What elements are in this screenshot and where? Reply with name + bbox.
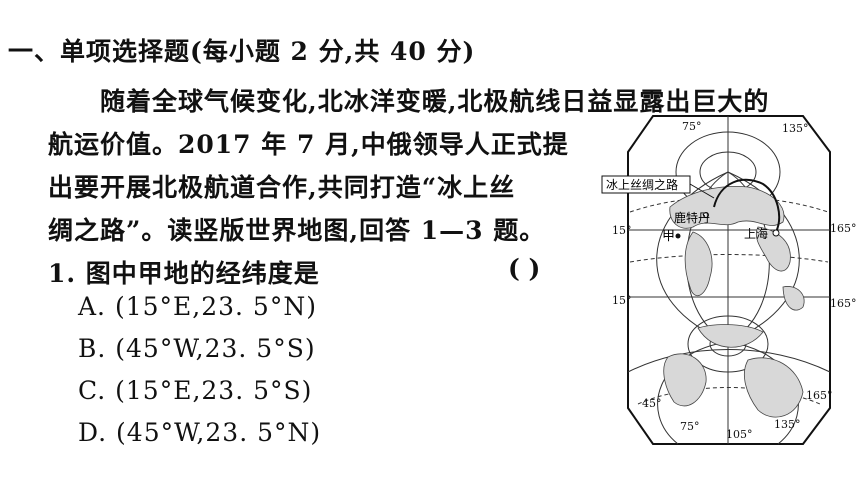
point-shanghai [772,229,780,237]
answer-bracket: ( ) [508,254,541,283]
option-b: B. (45°W,23. 5°S) [78,334,316,363]
point-jia [675,233,681,239]
coord-bottom-45: 45° [642,397,662,410]
option-a: A. (15°E,23. 5°N) [78,292,317,321]
passage-line-2: 航运价值。2017 年 7 月,中俄领导人正式提 [48,130,569,159]
coord-bottom-75: 75° [680,420,700,433]
coord-right-165-lower: 165° [830,297,856,310]
coord-top-135: 135° [782,122,809,135]
ice-silk-road-route [713,178,781,233]
coord-top-75: 75° [682,120,702,133]
passage-line-4: 绸之路”。读竖版世界地图,回答 1—3 题。 [48,216,546,245]
vertical-world-map: 冰上丝绸之路 甲 鹿特丹 上海 75° 135° 15° 165° 15° 16… [601,115,856,445]
label-rotterdam: 鹿特丹 [674,210,710,225]
option-d: D. (45°W,23. 5°N) [78,418,322,447]
option-c: C. (15°E,23. 5°S) [78,376,313,405]
passage-line-3: 出要开展北极航道合作,共同打造“冰上丝 [48,173,516,202]
point-rotterdam [703,212,709,218]
section-title: 一、单项选择题(每小题 2 分,共 40 分) [8,37,476,66]
label-jia: 甲 [662,229,675,244]
coord-bottom-135: 135° [774,418,801,431]
graticule [627,116,831,445]
coord-bottom-105: 105° [726,428,753,441]
coord-bottom-165: 165° [806,389,833,402]
coord-left-15-upper: 15° [612,224,632,237]
passage-line-1: 随着全球气候变化,北冰洋变暖,北极航线日益显露出巨大的 [100,87,770,116]
label-shanghai: 上海 [744,226,768,241]
question-1-text: 1. 图中甲地的经纬度是 [48,259,320,288]
coord-right-165-upper: 165° [830,222,856,235]
coord-left-15-lower: 15° [612,294,632,307]
label-ice-silk-road: 冰上丝绸之路 [606,177,678,192]
